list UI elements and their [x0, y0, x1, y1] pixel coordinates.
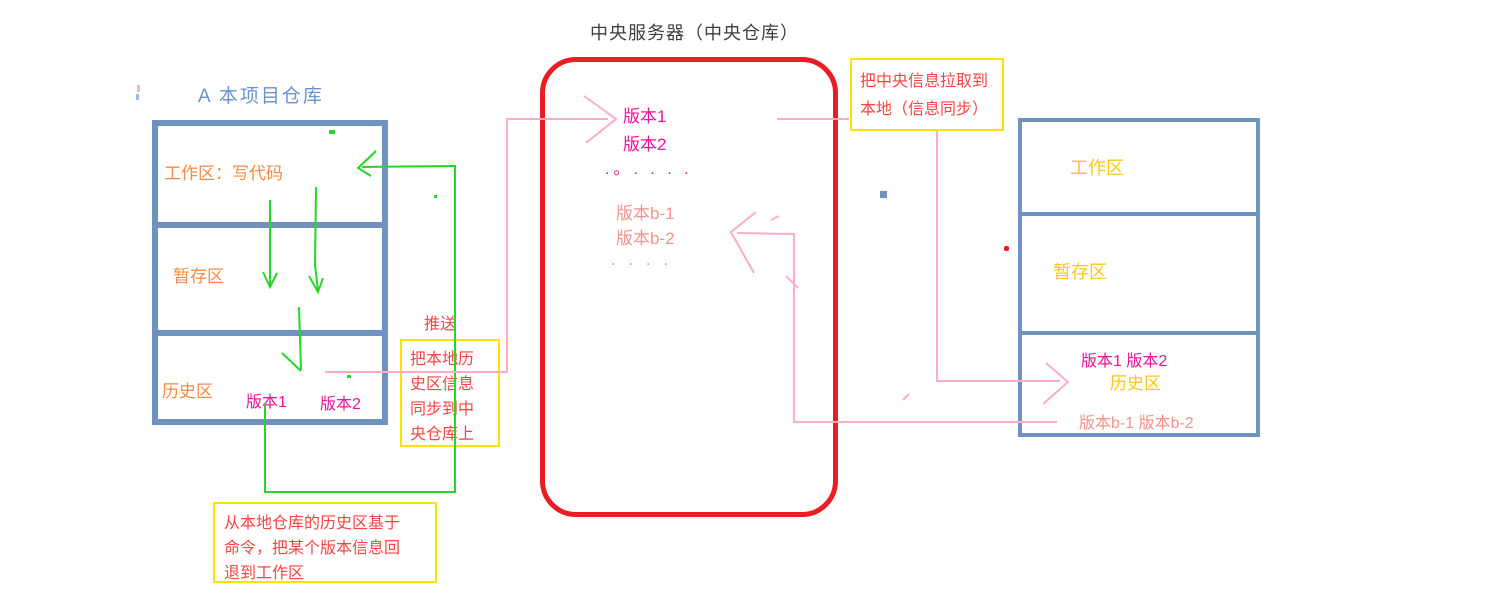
right-workspace-label: 工作区 [1070, 158, 1124, 178]
left-repo-divider-1 [156, 222, 384, 228]
rollback-note-box: 从本地仓库的历史区基于 命令，把某个版本信息回 退到工作区 [213, 502, 437, 583]
push-note-box: 把本地历 史区信息 同步到中 央仓库上 [400, 339, 500, 447]
push-label: 推送 [424, 316, 457, 333]
left-workspace-label: 工作区：写代码 [164, 164, 283, 183]
stray-green-dot-2 [347, 375, 351, 378]
central-version-1: 版本1 [623, 107, 667, 126]
stray-green-mark [329, 130, 335, 134]
right-repo-divider-1 [1021, 212, 1257, 216]
left-history-version-2: 版本2 [320, 396, 361, 413]
pull-note-line-1: 把中央信息拉取到 [860, 73, 989, 90]
pull-note-line-2: 本地（信息同步） [860, 101, 989, 118]
left-history-version-1: 版本1 [246, 394, 287, 411]
push-note-line-3: 同步到中 [410, 401, 475, 418]
push-note-line-4: 央仓库上 [410, 426, 475, 443]
stray-blue-dash [136, 94, 139, 100]
rollback-note-line-1: 从本地仓库的历史区基于 [224, 515, 401, 532]
left-repo-title: A 本项目仓库 [198, 86, 324, 107]
central-server-box [540, 57, 838, 517]
central-version-b1: 版本b-1 [616, 204, 675, 223]
left-history-label: 历史区 [162, 382, 213, 401]
left-repo-divider-2 [156, 330, 384, 336]
right-history-versions-main: 版本1 版本2 [1081, 353, 1168, 370]
right-history-label: 历史区 [1110, 374, 1161, 393]
left-staging-label: 暂存区 [173, 267, 224, 286]
central-version-2: 版本2 [623, 135, 667, 154]
push-note-line-2: 史区信息 [410, 376, 475, 393]
right-staging-label: 暂存区 [1053, 262, 1107, 282]
central-dots-main: .。. . . . [605, 161, 693, 178]
rollback-note-line-2: 命令，把某个版本信息回 [224, 540, 401, 557]
push-note-line-1: 把本地历 [410, 351, 475, 368]
stray-green-dot [434, 195, 437, 198]
central-server-title: 中央服务器（中央仓库） [590, 23, 799, 43]
stray-red-dot [1004, 246, 1009, 251]
stray-pink-dash [137, 85, 140, 92]
stray-blue-square [880, 191, 887, 198]
central-dots-b: . . . . [611, 250, 673, 269]
right-repo-divider-2 [1021, 331, 1257, 335]
pull-note-box: 把中央信息拉取到 本地（信息同步） [850, 58, 1004, 131]
rollback-note-line-3: 退到工作区 [224, 565, 305, 582]
right-history-versions-b: 版本b-1 版本b-2 [1079, 415, 1194, 432]
central-version-b2: 版本b-2 [616, 229, 675, 248]
